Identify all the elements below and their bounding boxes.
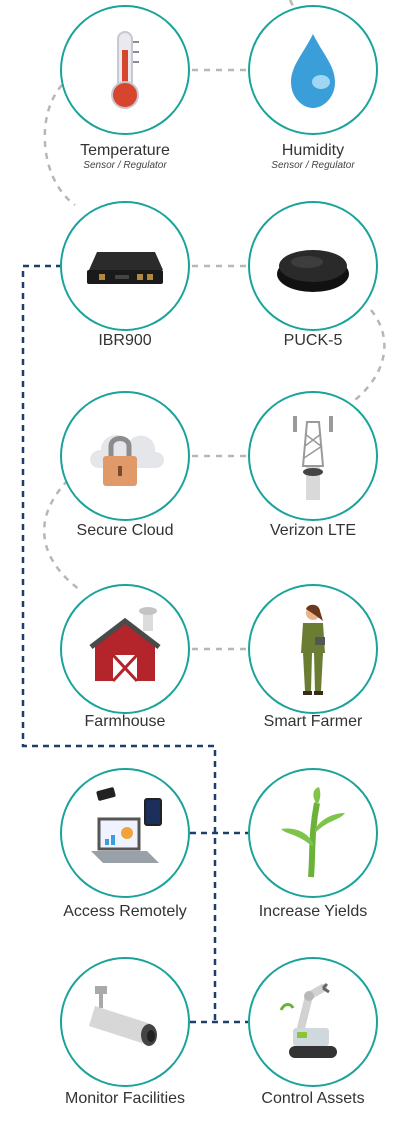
secure-cloud-label: Secure Cloud (76, 522, 174, 539)
humidity-subtitle: Sensor / Regulator (271, 160, 355, 171)
verizon-lte-node (248, 391, 378, 521)
navy-dashed-links (21, 264, 248, 1024)
increase-yields-node (248, 768, 378, 898)
smart-farmer-node (248, 584, 378, 714)
humidity-label: Humidity Sensor / Regulator (228, 142, 393, 171)
thermometer-icon (111, 31, 139, 109)
monitor-facilities-node (60, 957, 190, 1087)
farmer-icon (301, 604, 325, 695)
temperature-label: Temperature Sensor / Regulator (40, 142, 210, 171)
control-assets-node (248, 957, 378, 1087)
verizon-lte-label: Verizon LTE (270, 522, 356, 539)
puck5-label: PUCK-5 (283, 332, 343, 349)
gray-dashed-links (43, 0, 386, 651)
plant-sprout-icon (281, 787, 345, 878)
access-remotely-label: Access Remotely (63, 903, 187, 920)
barn-icon (89, 607, 161, 683)
devices-icon (91, 787, 162, 863)
secure-cloud-node (60, 391, 190, 521)
ibr900-label: IBR900 (98, 332, 152, 349)
temperature-node (60, 5, 190, 135)
humidity-title: Humidity (281, 142, 345, 159)
monitor-facilities-label: Monitor Facilities (64, 1090, 186, 1107)
humidity-node (248, 5, 378, 135)
increase-yields-label: Increase Yields (258, 903, 368, 920)
water-drop-icon (291, 34, 335, 108)
cell-tower-icon (293, 416, 333, 500)
smart-farmer-label: Smart Farmer (263, 713, 363, 730)
robot-arm-icon (279, 982, 337, 1058)
temperature-title: Temperature (80, 142, 170, 159)
farmhouse-node (60, 584, 190, 714)
farmhouse-label: Farmhouse (84, 713, 166, 730)
ibr900-node (60, 201, 190, 331)
router-icon (87, 252, 163, 284)
access-remotely-node (60, 768, 190, 898)
puck5-node (248, 201, 378, 331)
security-camera-icon (89, 986, 157, 1046)
control-assets-label: Control Assets (261, 1090, 365, 1107)
antenna-puck-icon (277, 250, 349, 292)
temperature-subtitle: Sensor / Regulator (83, 160, 167, 171)
cloud-lock-icon (90, 435, 164, 486)
